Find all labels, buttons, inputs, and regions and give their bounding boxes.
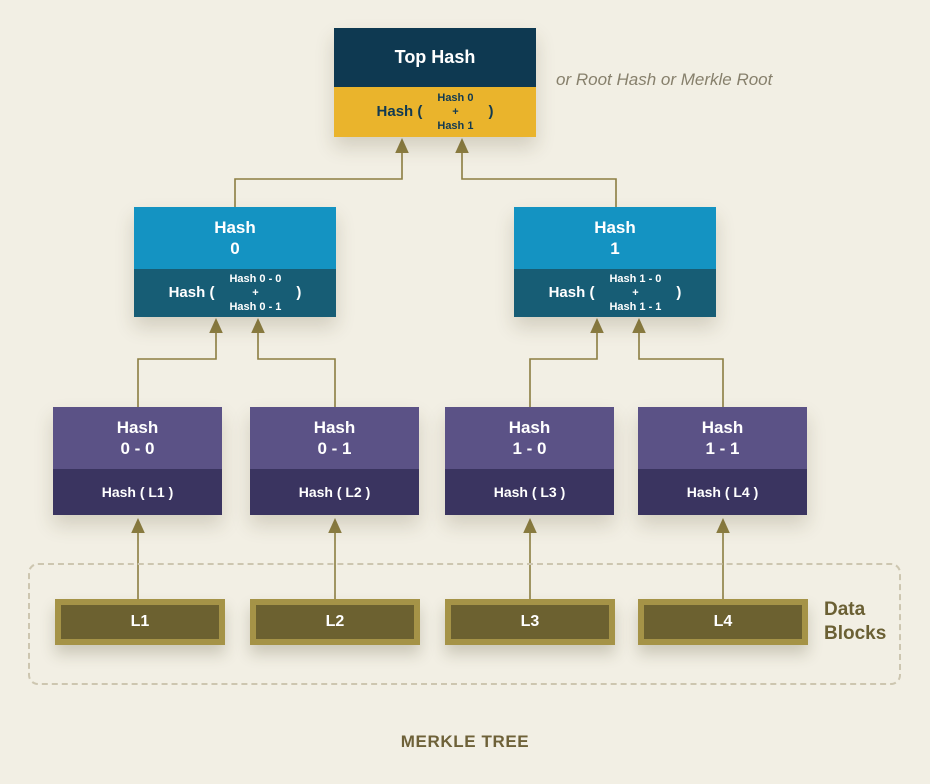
root-hash-formula: Hash ( Hash 0 + Hash 1 ) [377,91,494,134]
leaf-title-line2: 0 - 1 [317,439,352,458]
branch-node-hash-0: Hash 0 Hash ( Hash 0 - 0 + Hash 0 - 1 ) [134,207,336,317]
leaf-title-line2: 1 - 1 [705,439,740,458]
plus-operator: + [452,105,459,118]
formula-prefix: Hash ( [548,284,595,302]
leaf-title-line2: 1 - 0 [512,439,547,458]
leaf-title-line1: Hash [701,417,744,437]
plus-operator: + [632,286,639,299]
root-hash-title: Top Hash [334,28,536,87]
leaf-title: Hash 1 - 1 [638,407,807,469]
formula-suffix: ) [296,284,302,302]
formula-arg-top: Hash 1 - 0 [609,272,662,285]
data-blocks-label-line2: Blocks [824,622,887,644]
leaf-title: Hash 1 - 0 [445,407,614,469]
branch-title-line2: 1 [610,239,620,258]
formula-arg-bottom: Hash 0 - 1 [229,301,282,314]
leaf-formula: Hash ( L2 ) [250,469,419,515]
leaf-node-hash-0-0: Hash 0 - 0 Hash ( L1 ) [53,407,222,515]
branch-title: Hash 1 [514,207,716,269]
root-hash-node: Top Hash Hash ( Hash 0 + Hash 1 ) [334,28,536,137]
leaf-title: Hash 0 - 0 [53,407,222,469]
leaf-formula: Hash ( L1 ) [53,469,222,515]
data-block-l1: L1 [55,599,225,645]
leaf-title-line1: Hash [313,417,356,437]
branch-title-line2: 0 [230,239,240,258]
leaf-node-hash-1-0: Hash 1 - 0 Hash ( L3 ) [445,407,614,515]
leaf-title: Hash 0 - 1 [250,407,419,469]
formula-args: Hash 0 - 0 + Hash 0 - 1 [229,272,281,315]
formula-arg-bottom: Hash 1 [437,120,474,133]
data-block-l3: L3 [445,599,615,645]
branch-formula: Hash ( Hash 1 - 0 + Hash 1 - 1 ) [549,272,682,315]
formula-arg-bottom: Hash 1 - 1 [609,301,662,314]
data-block-l2: L2 [250,599,420,645]
data-blocks-container [28,563,901,685]
data-blocks-label: Data Blocks [824,598,886,646]
diagram-title: MERKLE TREE [400,732,530,751]
leaf-node-hash-0-1: Hash 0 - 1 Hash ( L2 ) [250,407,419,515]
branch-node-hash-1: Hash 1 Hash ( Hash 1 - 0 + Hash 1 - 1 ) [514,207,716,317]
formula-suffix: ) [676,284,682,302]
leaf-formula: Hash ( L4 ) [638,469,807,515]
formula-args: Hash 1 - 0 + Hash 1 - 1 [609,272,661,315]
branch-formula: Hash ( Hash 0 - 0 + Hash 0 - 1 ) [169,272,302,315]
formula-arg-top: Hash 0 - 0 [229,272,282,285]
branch-title: Hash 0 [134,207,336,269]
leaf-node-hash-1-1: Hash 1 - 1 Hash ( L4 ) [638,407,807,515]
leaf-title-line2: 0 - 0 [120,439,155,458]
branch-title-line1: Hash [594,217,636,237]
leaf-title-line1: Hash [508,417,551,437]
leaf-title-line1: Hash [116,417,159,437]
branch-title-line1: Hash [214,217,256,237]
formula-prefix: Hash ( [376,103,423,121]
formula-prefix: Hash ( [168,284,215,302]
data-block-l4: L4 [638,599,808,645]
formula-suffix: ) [488,103,494,121]
plus-operator: + [252,286,259,299]
formula-args: Hash 0 + Hash 1 [437,91,473,134]
leaf-formula: Hash ( L3 ) [445,469,614,515]
formula-arg-top: Hash 0 [437,91,474,104]
root-alias-note: or Root Hash or Merkle Root [556,70,773,89]
data-blocks-label-line1: Data [824,599,866,620]
